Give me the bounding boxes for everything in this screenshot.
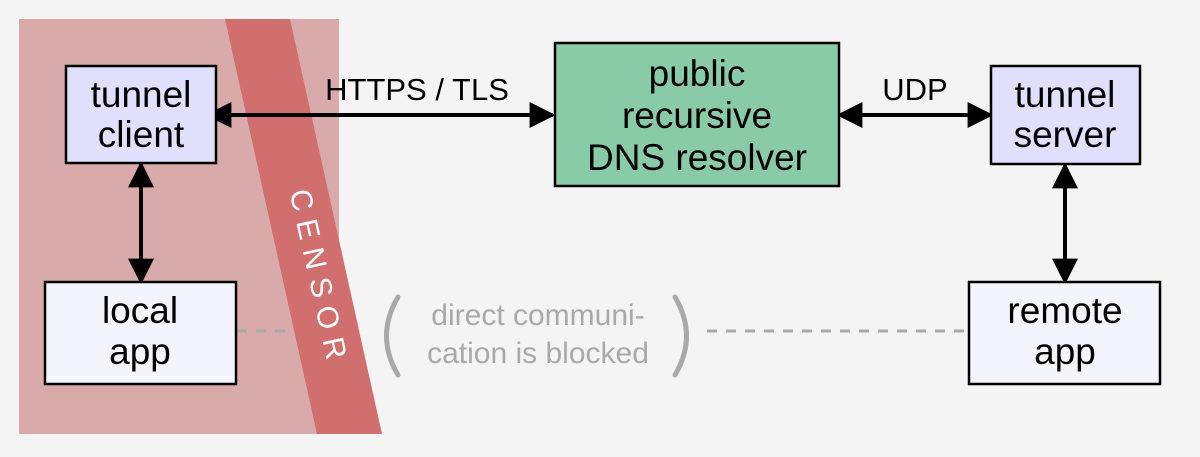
node-remote-app-line-2: app: [1034, 331, 1096, 372]
node-tunnel-server: tunnel server: [989, 64, 1142, 166]
edge-label-udp: UDP: [882, 72, 947, 107]
blocked-note-right-paren: [672, 294, 689, 378]
node-tunnel-client-line-1: tunnel: [91, 74, 192, 115]
node-dns-resolver-line-1: public: [649, 53, 746, 94]
node-local-app-line-1: local: [102, 290, 178, 331]
node-dns-resolver-line-2: recursive: [622, 95, 772, 136]
node-tunnel-client-line-2: client: [98, 114, 185, 155]
blocked-note-line-1: direct communi-: [431, 299, 644, 332]
blocked-note-left-paren: [384, 294, 401, 378]
node-local-app-line-2: app: [109, 331, 171, 372]
edge-label-https-tls: HTTPS / TLS: [325, 72, 509, 107]
node-tunnel-server-line-2: server: [1014, 114, 1117, 155]
node-dns-resolver: public recursive DNS resolver: [553, 41, 841, 188]
blocked-note-line-2: cation is blocked: [427, 337, 649, 370]
node-remote-app-line-1: remote: [1007, 290, 1122, 331]
node-local-app: local app: [43, 280, 238, 386]
node-remote-app: remote app: [967, 280, 1162, 386]
node-dns-resolver-line-3: DNS resolver: [587, 137, 807, 178]
node-tunnel-client: tunnel client: [64, 64, 218, 165]
node-tunnel-server-line-1: tunnel: [1015, 74, 1116, 115]
